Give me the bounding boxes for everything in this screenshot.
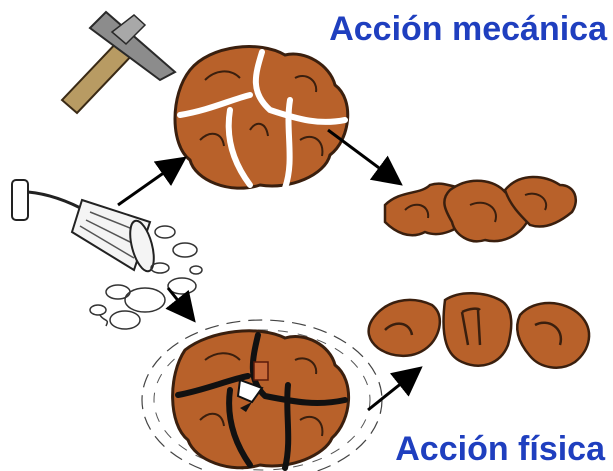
arrow-freeze-to-fragments xyxy=(368,370,418,410)
mechanical-action-label: Acción mecánica xyxy=(329,12,607,46)
shower-head-icon xyxy=(12,180,158,274)
soil-aggregate-freeze xyxy=(142,320,382,471)
soil-aggregate-fragments xyxy=(369,293,589,367)
physical-action-label: Acción física xyxy=(395,432,605,466)
soil-aggregate-intact xyxy=(175,47,348,189)
soil-aggregate-crushed xyxy=(385,177,576,241)
hammer-icon xyxy=(62,12,175,113)
arrow-top-aggregate-to-crushed xyxy=(328,130,398,182)
arrow-shower-to-top-aggregate xyxy=(118,160,182,205)
